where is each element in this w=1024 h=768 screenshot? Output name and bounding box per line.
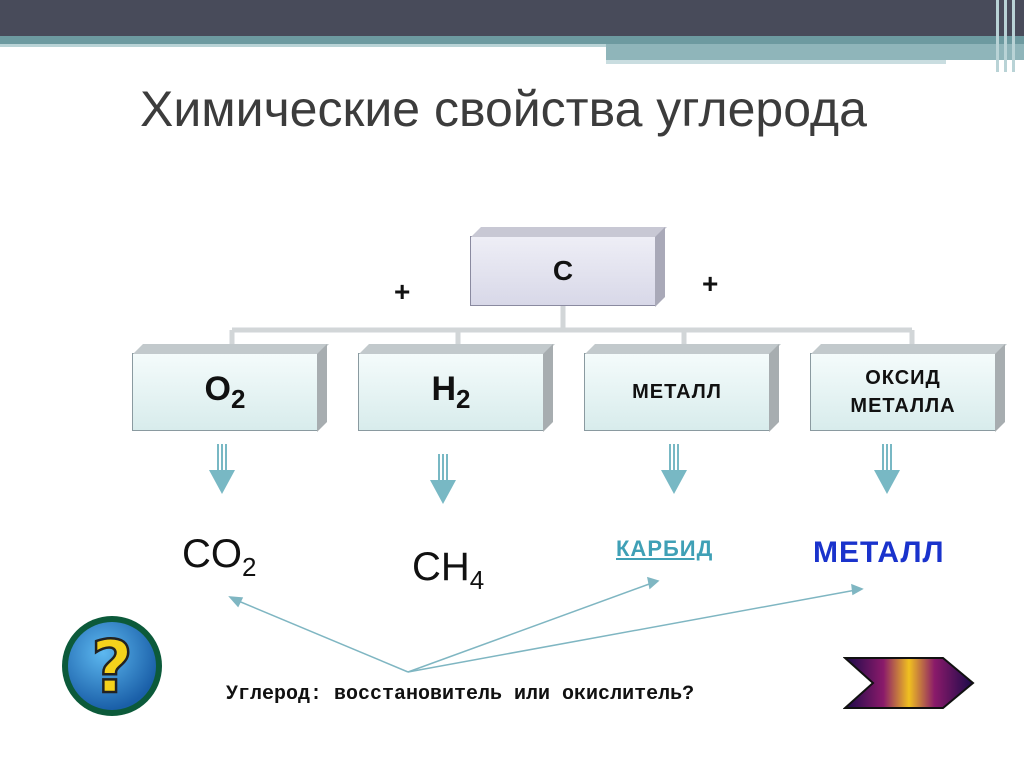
product-label: CH (412, 545, 470, 589)
header-bar (0, 0, 1024, 36)
carbon-label: C (552, 255, 574, 286)
reagent-subscript: 2 (230, 383, 246, 414)
carbide-link[interactable]: КАРБИД (616, 536, 714, 561)
plus-sign-left: + (394, 276, 411, 307)
header-stripe-right (606, 44, 1024, 60)
next-button[interactable] (842, 656, 975, 710)
header-divider (1012, 0, 1015, 72)
product-metal: МЕТАЛЛ (813, 536, 945, 569)
header-stripe (0, 36, 1024, 44)
header-stripe-right-light (606, 60, 946, 64)
product-co2: CO2 (182, 532, 256, 583)
product-label: CO (182, 532, 242, 576)
header-divider (1004, 0, 1007, 72)
down-arrow-icon (209, 444, 235, 494)
product-subscript: 2 (242, 552, 257, 582)
down-arrow-icon (430, 454, 456, 504)
svg-text:?: ? (91, 625, 133, 709)
down-arrow-icon (661, 444, 687, 494)
header-stripe-light (0, 44, 606, 47)
plus-sign-right: + (702, 268, 719, 299)
reagent-label: O (204, 369, 231, 408)
reagent-label: H (431, 369, 457, 408)
reagent-label: МЕТАЛЛ (632, 381, 722, 403)
reagent-subscript: 2 (456, 383, 471, 414)
reagent-box-metal-oxide: ОКСИД МЕТАЛЛА (810, 344, 1007, 432)
reagent-label-line1: ОКСИД (865, 367, 941, 389)
product-ch4: CH4 (412, 545, 484, 596)
header-divider (996, 0, 999, 72)
page-title: Химические свойства углерода (140, 81, 867, 137)
reagent-box-hydrogen: H2 (358, 344, 555, 432)
product-subscript: 4 (469, 565, 485, 595)
question-mark-icon: ? (62, 616, 162, 716)
down-arrow-icon (874, 444, 900, 494)
reagent-box-metal: МЕТАЛЛ (584, 344, 781, 432)
arrow-right-icon (842, 657, 975, 709)
help-button[interactable]: ? (60, 614, 164, 718)
reagent-box-oxygen: O2 (132, 344, 329, 432)
reagent-label-line2: МЕТАЛЛА (850, 395, 956, 417)
carbon-box: C (470, 227, 667, 307)
question-text: Углерод: восстановитель или окислитель? (226, 683, 695, 706)
